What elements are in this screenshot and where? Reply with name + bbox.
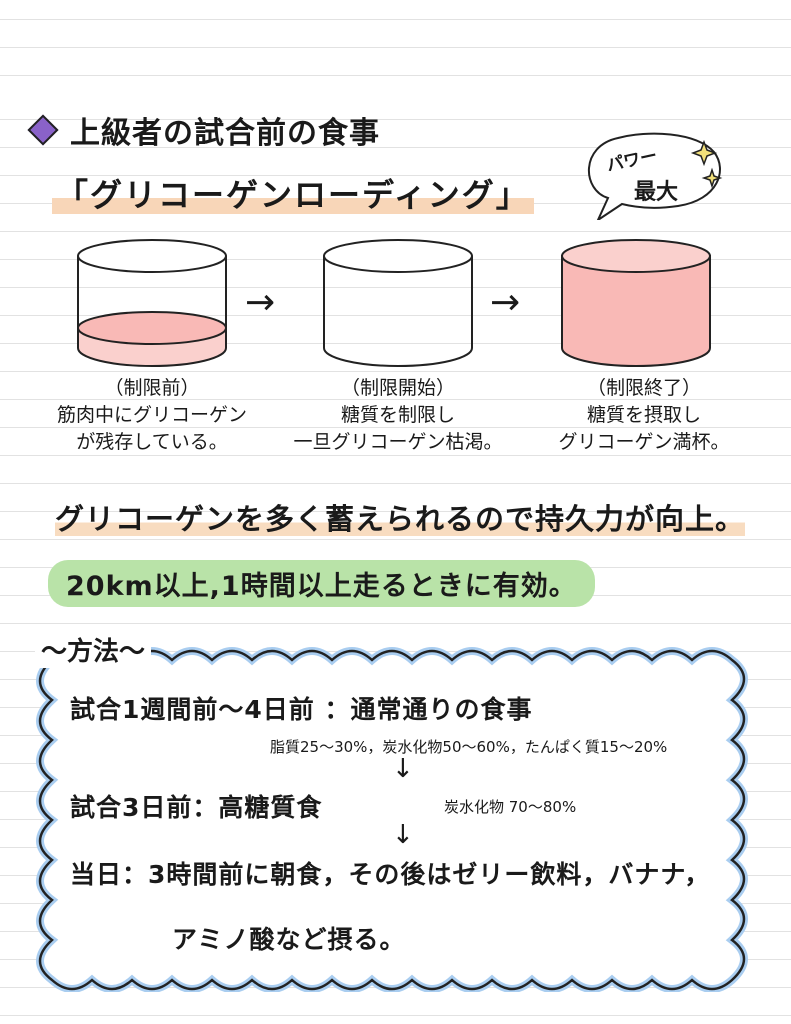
diamond-bullet-icon <box>27 114 59 146</box>
step-1-note: 脂質25～30%，炭水化物50～60%，たんぱく質15～20% <box>270 738 668 756</box>
subtitle: 「グリコーゲンローディング」 <box>52 170 534 216</box>
cylinder-start <box>323 239 473 367</box>
stage-label: （制限前） <box>104 377 200 399</box>
step-3-line2: アミノ酸など摂る。 <box>172 925 406 954</box>
down-arrow-icon: ↓ <box>392 820 414 850</box>
stage-desc: が残存している。 <box>76 431 228 453</box>
arrow-right-icon: → <box>245 282 276 323</box>
stage-desc: 糖質を摂取し <box>586 404 701 426</box>
down-arrow-icon: ↓ <box>392 754 414 784</box>
method-heading: ～方法～ <box>35 631 152 668</box>
summary: グリコーゲンを多く蓄えられるので持久力が向上。 <box>55 496 746 538</box>
step-1: 試合1週間前～4日前 ：通常通りの食事 <box>70 695 533 724</box>
stage-caption: （制限開始） 糖質を制限し 一旦グリコーゲン枯渇。 <box>278 375 518 456</box>
cylinder-end <box>561 239 711 367</box>
subtitle-text: 「グリコーゲンローディング」 <box>52 176 534 214</box>
speech-bubble <box>587 132 723 220</box>
arrow-right-icon: → <box>490 282 521 323</box>
summary-text: グリコーゲンを多く蓄えられるので持久力が向上。 <box>55 502 746 536</box>
stage-desc: 一旦グリコーゲン枯渇。 <box>293 431 503 453</box>
stage-label: （制限開始） <box>340 377 455 399</box>
step-2: 試合3日前：高糖質食 <box>70 793 323 822</box>
stage-desc: 糖質を制限し <box>340 404 455 426</box>
stage-caption: （制限前） 筋肉中にグリコーゲン が残存している。 <box>32 375 272 456</box>
glycogen-fill <box>561 255 711 367</box>
stage-desc: 筋肉中にグリコーゲン <box>56 404 247 426</box>
page-title-text: 上級者の試合前の食事 <box>70 116 380 151</box>
cylinder-before <box>77 239 227 367</box>
step-3-line1: 当日：3時間前に朝食，その後はゼリー飲料，バナナ， <box>70 860 711 889</box>
stage-caption: （制限終了） 糖質を摂取し グリコーゲン満杯。 <box>524 375 764 456</box>
condition-highlight: 20km以上,1時間以上走るときに有効。 <box>48 560 595 607</box>
page-title: 上級者の試合前の食事 <box>26 108 380 152</box>
step-2-note: 炭水化物 70～80% <box>444 798 577 816</box>
sparkle-icon <box>690 139 718 167</box>
stage-desc: グリコーゲン満杯。 <box>558 431 730 453</box>
bubble-line2: 最大 <box>634 180 679 205</box>
sparkle-icon <box>701 167 723 189</box>
cloud-frame <box>36 647 748 992</box>
stage-label: （制限終了） <box>586 377 701 399</box>
